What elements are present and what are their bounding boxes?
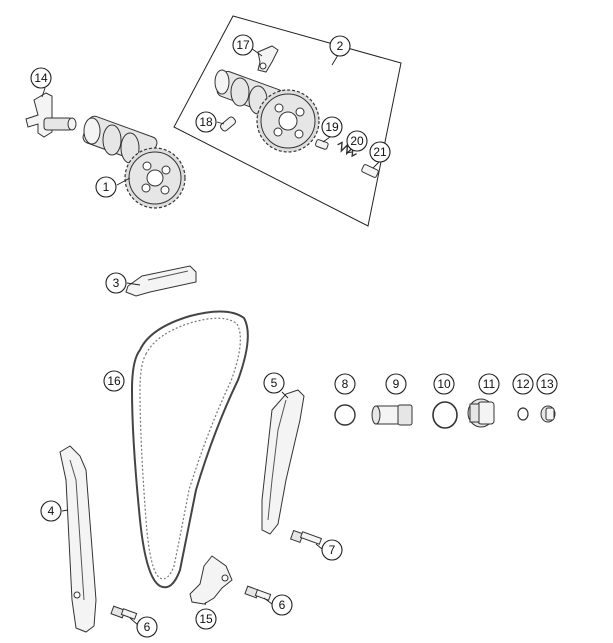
part-tensioner-body-11 — [467, 398, 495, 428]
part-seal-ring-10 — [432, 401, 458, 429]
callout-9: 9 — [385, 373, 407, 395]
callout-17: 17 — [232, 34, 254, 56]
callout-6a: 6 — [136, 616, 158, 638]
callout-18: 18 — [195, 111, 217, 133]
svg-text:21: 21 — [373, 145, 387, 159]
callout-12: 12 — [512, 373, 534, 395]
svg-text:12: 12 — [516, 377, 530, 391]
callout-20: 20 — [346, 130, 368, 152]
part-camshaft-1 — [82, 115, 186, 209]
svg-text:11: 11 — [483, 377, 496, 391]
callout-21: 21 — [369, 141, 391, 163]
part-chain-guide-15 — [189, 555, 233, 605]
part-plug-13 — [540, 405, 556, 423]
svg-text:20: 20 — [350, 134, 364, 148]
callout-16: 16 — [103, 370, 125, 392]
part-bolt-6b — [244, 585, 272, 601]
part-guide-rail-4 — [59, 445, 97, 633]
callout-2: 2 — [329, 35, 351, 57]
svg-text:2: 2 — [337, 39, 344, 53]
callout-5: 5 — [263, 372, 285, 394]
callout-3: 3 — [105, 272, 127, 294]
part-guide-rail-3 — [125, 265, 197, 297]
svg-text:9: 9 — [393, 377, 400, 391]
svg-text:6: 6 — [144, 620, 151, 634]
callout-8: 8 — [334, 373, 356, 395]
callout-19: 19 — [321, 116, 343, 138]
callout-15: 15 — [195, 608, 217, 630]
part-pin-19 — [315, 139, 329, 150]
callout-7: 7 — [321, 539, 343, 561]
part-bolt-7 — [289, 529, 323, 545]
svg-text:14: 14 — [34, 71, 48, 85]
svg-text:16: 16 — [107, 374, 121, 388]
part-seal-ring-8 — [334, 404, 356, 426]
callout-1: 1 — [95, 176, 117, 198]
callout-13: 13 — [536, 373, 558, 395]
svg-text:18: 18 — [199, 115, 213, 129]
svg-text:3: 3 — [113, 276, 120, 290]
part-plunger-21 — [361, 164, 379, 178]
callout-11: 11 — [478, 373, 500, 395]
part-decomp-17 — [257, 45, 279, 73]
callout-10: 10 — [433, 373, 455, 395]
part-pin-18 — [220, 116, 236, 132]
part-washer-12 — [517, 407, 529, 421]
svg-text:5: 5 — [271, 376, 278, 390]
part-tensioner-rail-5 — [261, 389, 305, 535]
svg-text:7: 7 — [329, 543, 336, 557]
part-tensioner-piston-9 — [371, 404, 413, 426]
part-timing-chain-16 — [130, 310, 249, 589]
svg-text:17: 17 — [236, 38, 250, 52]
part-bolt-6a — [110, 605, 138, 620]
part-camshaft-2 — [214, 69, 320, 153]
svg-text:4: 4 — [48, 504, 55, 518]
callout-6b: 6 — [271, 594, 293, 616]
callout-4: 4 — [40, 500, 62, 522]
part-bracket-14 — [25, 92, 77, 138]
svg-text:1: 1 — [103, 180, 110, 194]
svg-text:8: 8 — [342, 377, 349, 391]
svg-text:19: 19 — [325, 120, 339, 134]
svg-text:6: 6 — [279, 598, 286, 612]
callout-14: 14 — [30, 67, 52, 89]
part-spring-20 — [337, 141, 357, 158]
svg-text:13: 13 — [540, 377, 554, 391]
leader-lines — [41, 47, 380, 626]
svg-text:10: 10 — [437, 377, 451, 391]
svg-text:15: 15 — [199, 612, 213, 626]
